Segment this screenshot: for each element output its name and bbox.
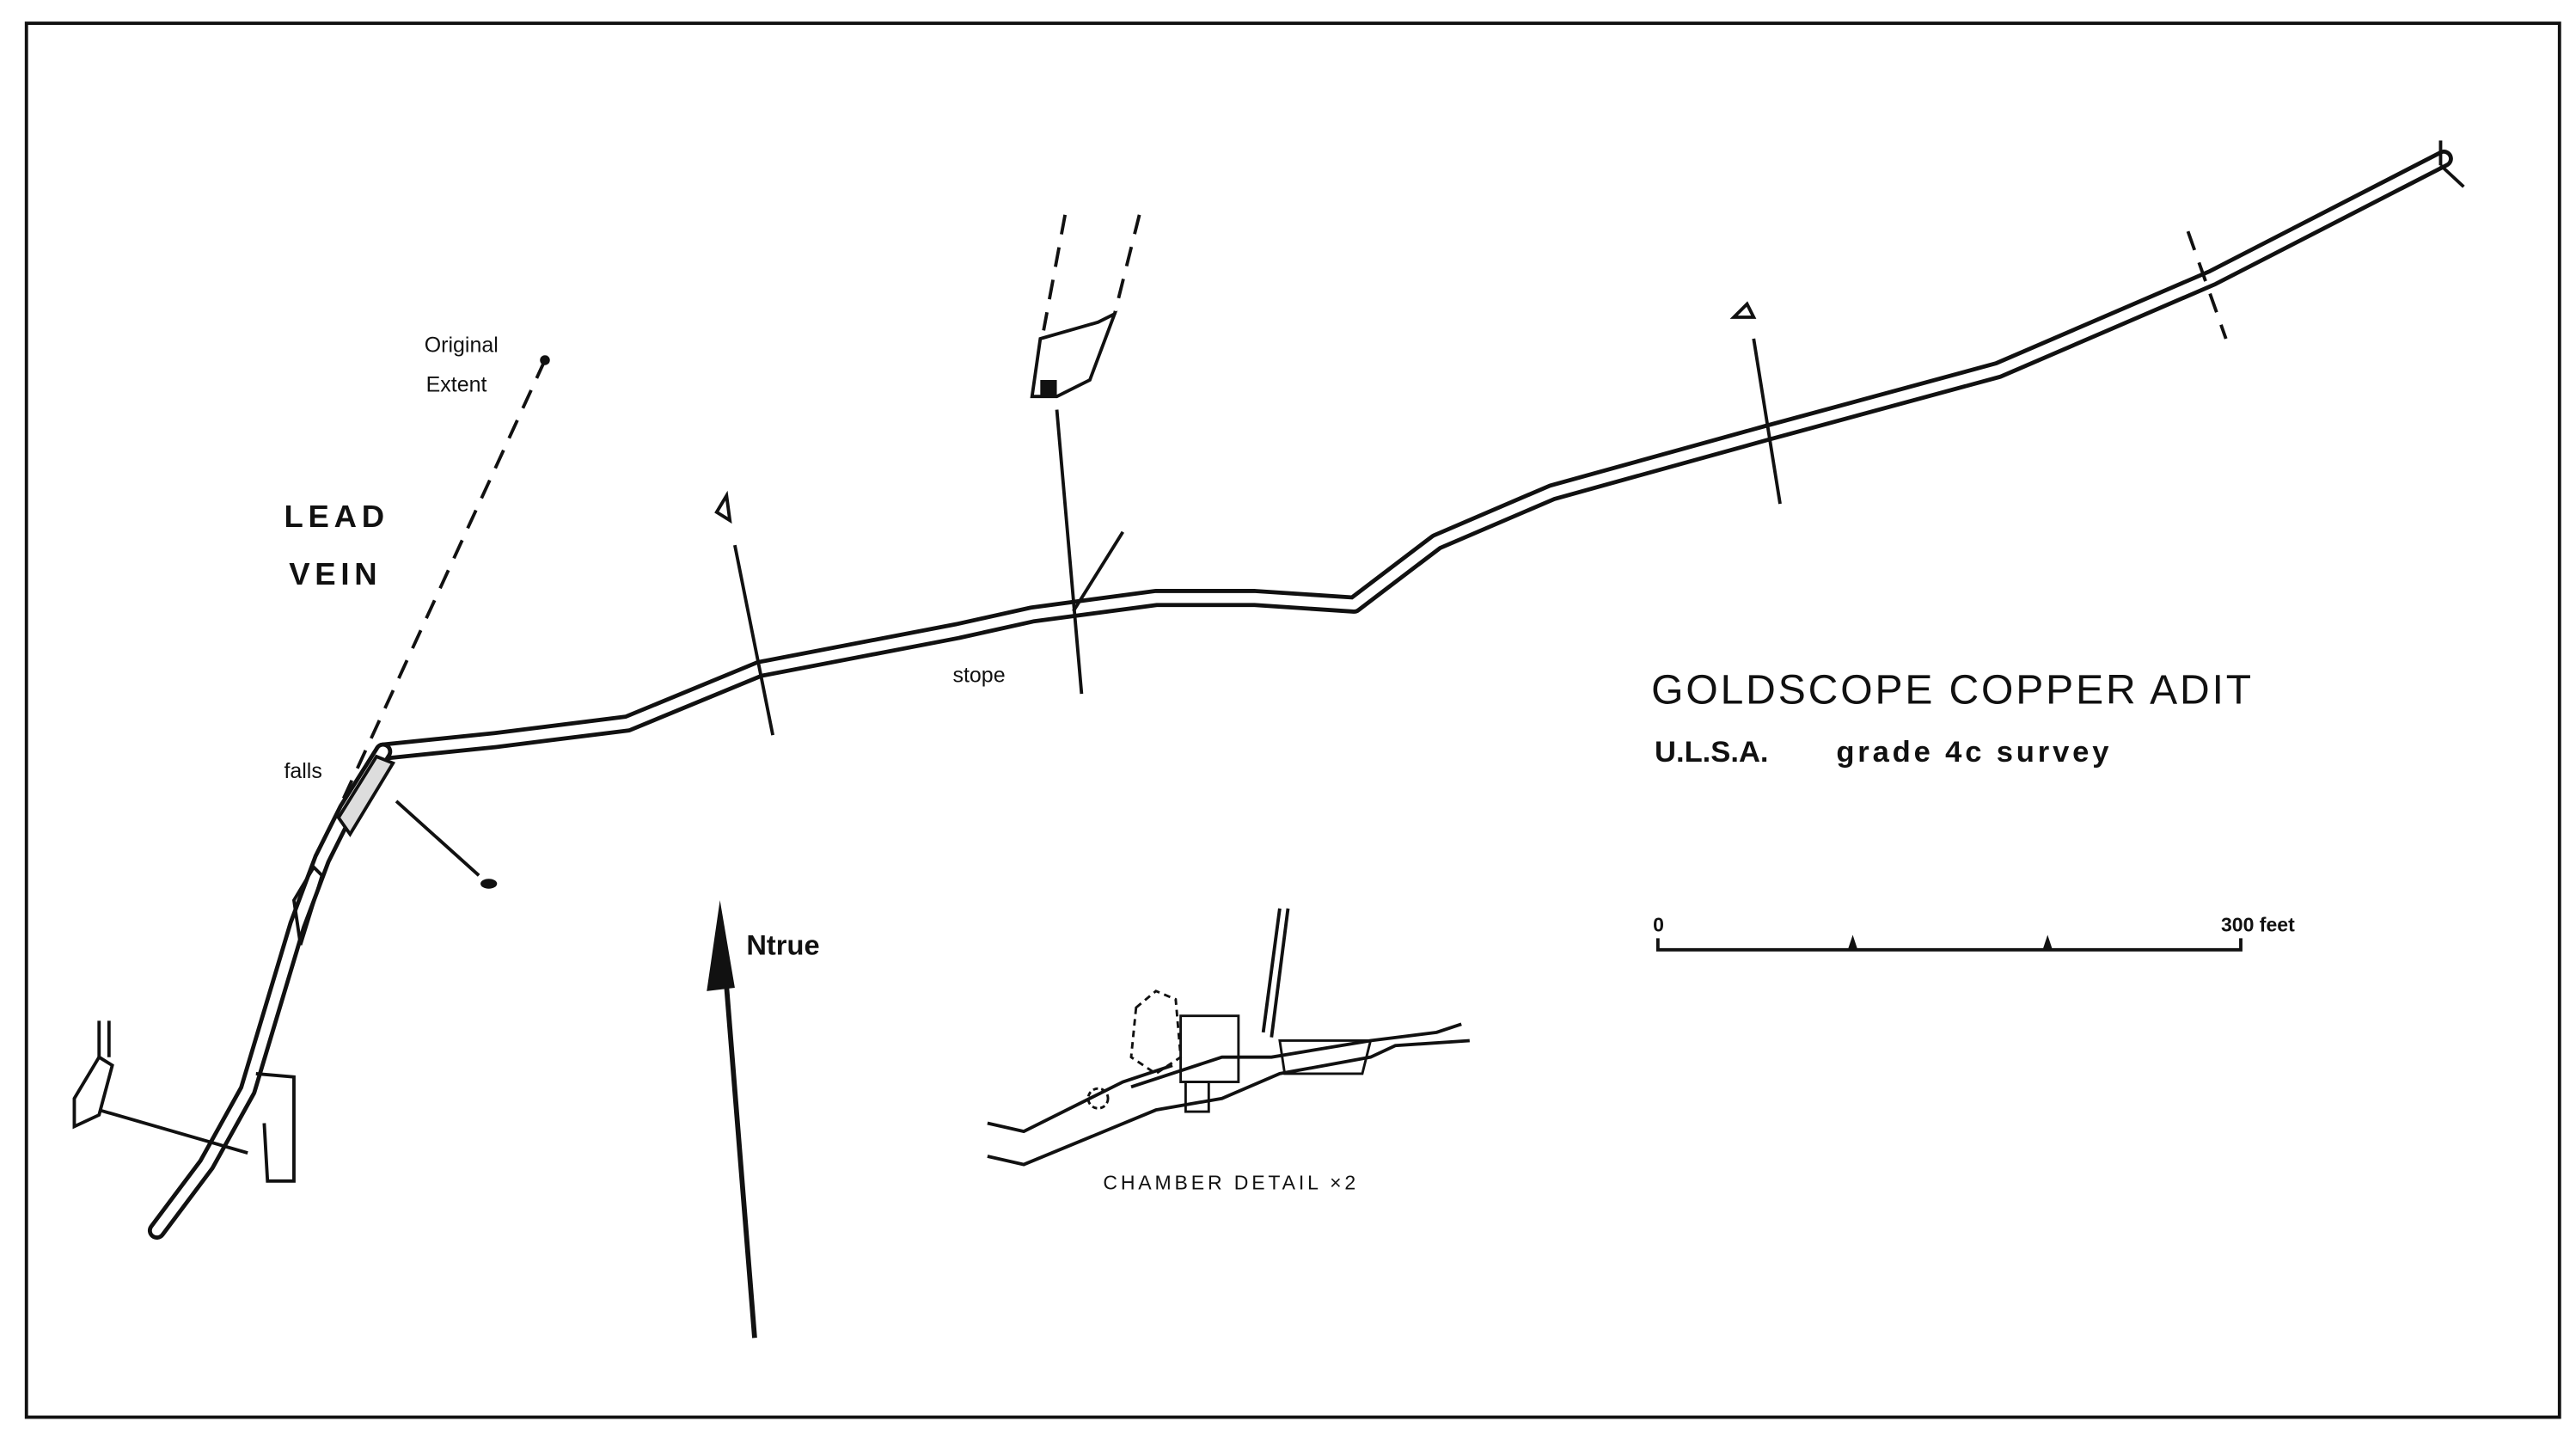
vein-label: VEIN [289,556,382,591]
map-title: GOLDSCOPE COPPER ADIT [1651,668,2254,714]
scale-end-label: 300 feet [2221,914,2295,936]
lower-passage [72,742,396,1240]
inset-caption: CHAMBER DETAIL ×2 [1103,1171,1359,1193]
original-label: Original [425,333,499,357]
upper-branch [1030,214,1141,399]
falls-label: falls [284,759,321,783]
north-label: Ntrue [746,929,819,961]
chamber-detail-inset [987,908,1470,1167]
cross-sections [98,230,2228,1155]
lead-vein-line [337,359,547,811]
lead-label: LEAD [284,499,389,534]
extent-label: Extent [426,372,487,396]
survey-org: U.L.S.A. [1655,736,1769,769]
survey-grade: grade 4c survey [1836,736,2112,769]
scale-bar [1655,934,2243,952]
north-arrow-icon [707,900,757,1339]
scale-start-label: 0 [1653,914,1664,936]
main-passage [374,140,2465,761]
stope-label: stope [953,664,1006,688]
map-border [24,21,2561,1419]
